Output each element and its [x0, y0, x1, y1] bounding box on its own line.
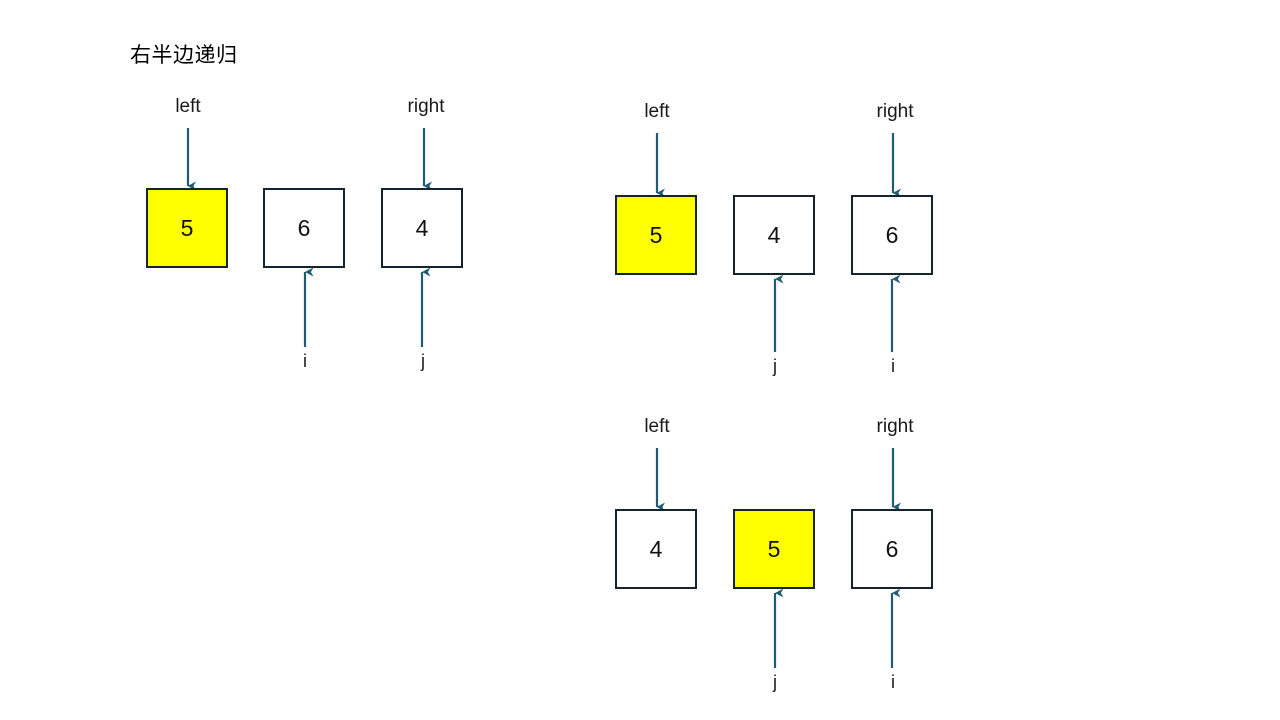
array-cell-g1-0[interactable]: 5: [146, 188, 228, 268]
label-i-g3: i: [891, 672, 895, 692]
label-left-g3: left: [644, 416, 670, 437]
label-right-g3: right: [876, 416, 914, 437]
array-cell-g2-0[interactable]: 5: [615, 195, 697, 275]
page-title: 右半边递归: [130, 44, 238, 67]
label-i-g1: i: [303, 351, 307, 371]
label-left-g2: left: [644, 101, 670, 122]
array-cell-g2-1[interactable]: 4: [733, 195, 815, 275]
array-cell-g3-0[interactable]: 4: [615, 509, 697, 589]
label-j-g1: j: [421, 351, 425, 371]
label-left-g1: left: [175, 96, 201, 117]
label-right-g2: right: [876, 101, 914, 122]
label-i-g2: i: [891, 356, 895, 376]
array-cell-g1-1[interactable]: 6: [263, 188, 345, 268]
label-j-g3: j: [773, 672, 777, 692]
array-cell-g2-2[interactable]: 6: [851, 195, 933, 275]
array-cell-g3-2[interactable]: 6: [851, 509, 933, 589]
array-cell-g1-2[interactable]: 4: [381, 188, 463, 268]
array-cell-g3-1[interactable]: 5: [733, 509, 815, 589]
label-j-g2: j: [773, 356, 777, 376]
label-right-g1: right: [407, 96, 445, 117]
